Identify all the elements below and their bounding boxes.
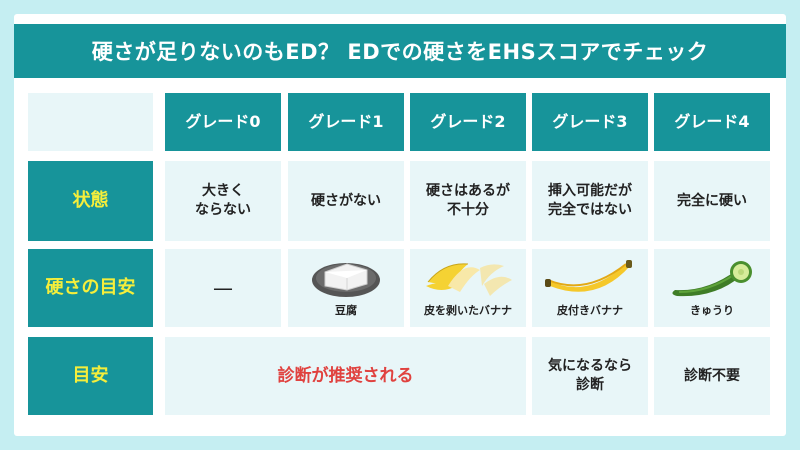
peeled-banana-icon xyxy=(426,263,512,297)
grade-0-header: グレード0 xyxy=(165,93,281,151)
corner-cell xyxy=(28,93,153,151)
state-grade-2-text: 硬さはあるが 不十分 xyxy=(426,183,510,218)
state-grade-1: 硬さがない xyxy=(288,161,404,241)
grade-4-header: グレード4 xyxy=(654,93,770,151)
tofu-icon xyxy=(312,263,380,298)
grade-3-header: グレード3 xyxy=(532,93,648,151)
guide-grade-2-label: 皮を剥いたバナナ xyxy=(424,304,512,318)
guide-grade-3: 皮付きバナナ xyxy=(532,249,648,327)
row-label-measure: 目安 xyxy=(28,337,153,415)
guide-grade-4-label: きゅうり xyxy=(690,304,734,318)
guide-grade-2: 皮を剥いたバナナ xyxy=(410,249,526,327)
measure-grade-3-text: 気になるなら 診断 xyxy=(548,358,632,393)
measure-grade-4: 診断不要 xyxy=(654,337,770,415)
state-grade-3: 挿入可能だが 完全ではない xyxy=(532,161,648,241)
state-grade-2: 硬さはあるが 不十分 xyxy=(410,161,526,241)
state-grade-0: 大きく ならない xyxy=(165,161,281,241)
page-title: 硬さが足りないのもED？ EDでの硬さをEHSスコアでチェック xyxy=(14,24,786,78)
banana-icon xyxy=(545,260,632,292)
state-grade-1-text: 硬さがない xyxy=(311,192,381,209)
measure-grade-3: 気になるなら 診断 xyxy=(532,337,648,415)
guide-grade-1: 豆腐 xyxy=(288,249,404,327)
state-grade-4: 完全に硬い xyxy=(654,161,770,241)
guide-grade-4: きゅうり xyxy=(654,249,770,327)
guide-grade-1-label: 豆腐 xyxy=(335,304,357,318)
row-label-state: 状態 xyxy=(28,161,153,241)
state-grade-0-text: 大きく ならない xyxy=(195,183,251,218)
guide-grade-0: — xyxy=(165,249,281,327)
cucumber-icon xyxy=(672,261,752,297)
grade-2-header: グレード2 xyxy=(410,93,526,151)
state-grade-4-text: 完全に硬い xyxy=(677,192,747,209)
recommend-diagnosis-cell: 診断が推奨される xyxy=(165,337,526,415)
state-grade-3-text: 挿入可能だが 完全ではない xyxy=(548,183,632,218)
guide-grade-0-dash: — xyxy=(213,275,233,300)
row-label-guide: 硬さの目安 xyxy=(28,249,153,327)
guide-grade-3-label: 皮付きバナナ xyxy=(557,304,623,318)
grade-1-header: グレード1 xyxy=(288,93,404,151)
